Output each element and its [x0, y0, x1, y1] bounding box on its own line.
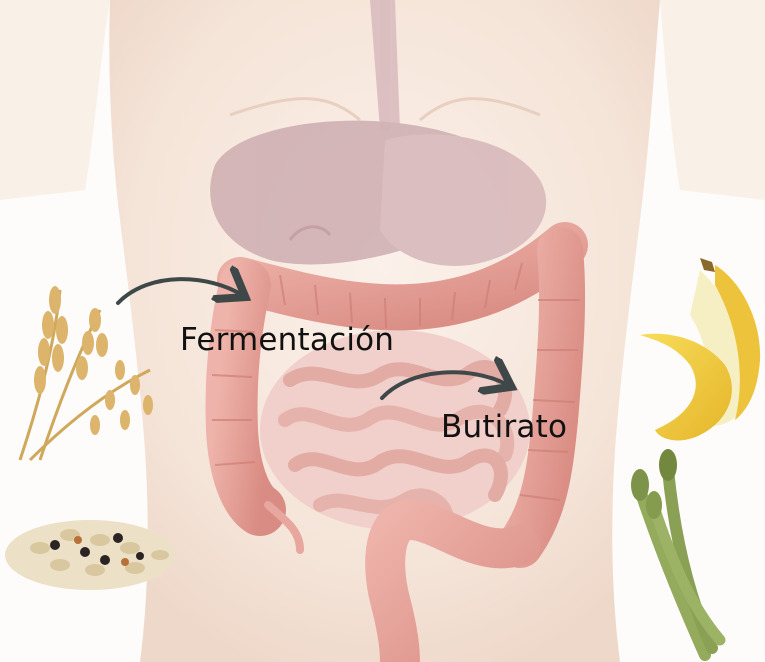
banana-illustration: [640, 258, 760, 440]
asparagus-illustration: [631, 449, 720, 655]
butyrate-label: Butirato: [441, 409, 567, 445]
fermentation-label: Fermentación: [180, 322, 394, 358]
oats-illustration: [5, 520, 175, 590]
